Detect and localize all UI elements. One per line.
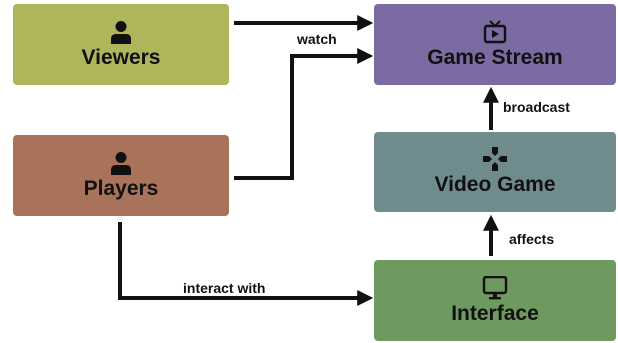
edge-label-broadcast: broadcast [503,99,570,115]
node-video-game: Video Game [374,132,616,212]
node-players-label: Players [83,176,159,200]
node-game-stream-label: Game Stream [427,45,563,69]
user-icon [111,151,131,175]
user-icon [111,20,131,44]
node-viewers: Viewers [13,4,229,85]
gamepad-icon [483,147,507,172]
node-game-stream: Game Stream [374,4,616,85]
edge-players-stream [234,48,374,180]
node-players: Players [13,135,229,216]
node-interface: Interface [374,260,616,341]
node-viewers-label: Viewers [81,45,161,69]
node-interface-label: Interface [451,301,539,325]
monitor-icon [482,275,508,300]
edge-label-watch: watch [296,31,337,47]
edge-label-interact: interact with [183,280,265,296]
edge-interact [118,222,374,306]
node-video-game-label: Video Game [434,173,556,197]
tv-icon [483,20,507,44]
edge-label-affects: affects [509,231,554,247]
